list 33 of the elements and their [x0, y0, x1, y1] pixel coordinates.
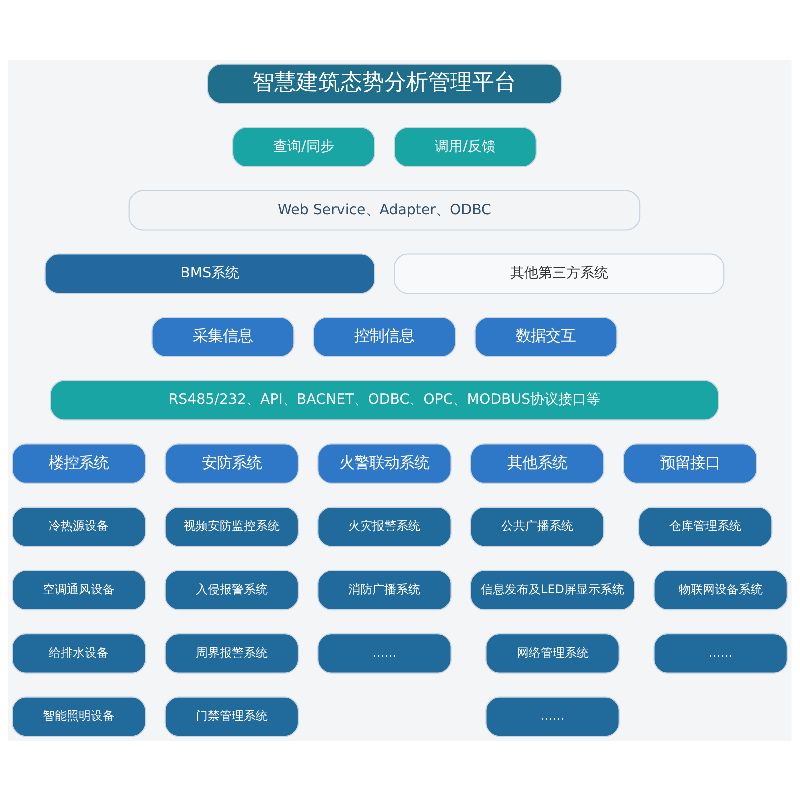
node-box: 智慧建筑态势分析管理平台 — [207, 63, 562, 104]
node-box: …… — [486, 696, 620, 737]
node-box: 视频安防监控系统 — [164, 506, 300, 547]
node-box: 门禁管理系统 — [164, 696, 300, 737]
node-box: 给排水设备 — [12, 633, 146, 674]
node-box: 空调通风设备 — [12, 570, 146, 610]
node-box: 仓库管理系统 — [638, 506, 773, 547]
node-box: 入侵报警系统 — [164, 570, 300, 610]
node-box: 火警联动系统 — [318, 443, 452, 484]
node-box: 周界报警系统 — [164, 633, 300, 674]
node-box: 冷热源设备 — [12, 506, 146, 547]
node-box: 消防广播系统 — [318, 570, 452, 610]
node-box: 信息发布及LED屏显示系统 — [470, 570, 636, 610]
node-box: 楼控系统 — [12, 443, 146, 484]
node-box: 调用/反馈 — [394, 126, 537, 167]
node-box: 其他第三方系统 — [394, 253, 725, 294]
node-box: 物联网设备系统 — [654, 570, 788, 610]
node-box: …… — [318, 633, 452, 674]
node-box: 数据交互 — [474, 316, 618, 357]
node-box: 采集信息 — [152, 316, 295, 357]
node-box: RS485/232、API、BACNET、ODBC、OPC、MODBUS协议接口等 — [50, 380, 720, 420]
node-box: BMS系统 — [44, 253, 376, 294]
node-box: Web Service、Adapter、ODBC — [128, 190, 641, 230]
node-box: 预留接口 — [623, 443, 758, 484]
node-box: …… — [654, 633, 788, 674]
node-box: 公共广播系统 — [470, 506, 605, 547]
node-box: 智能照明设备 — [12, 696, 146, 737]
node-box: 网络管理系统 — [486, 633, 620, 674]
node-box: 控制信息 — [313, 316, 456, 357]
node-box: 其他系统 — [470, 443, 605, 484]
node-box: 安防系统 — [164, 443, 300, 484]
node-box: 查询/同步 — [232, 126, 376, 167]
node-box: 火灾报警系统 — [318, 506, 452, 547]
